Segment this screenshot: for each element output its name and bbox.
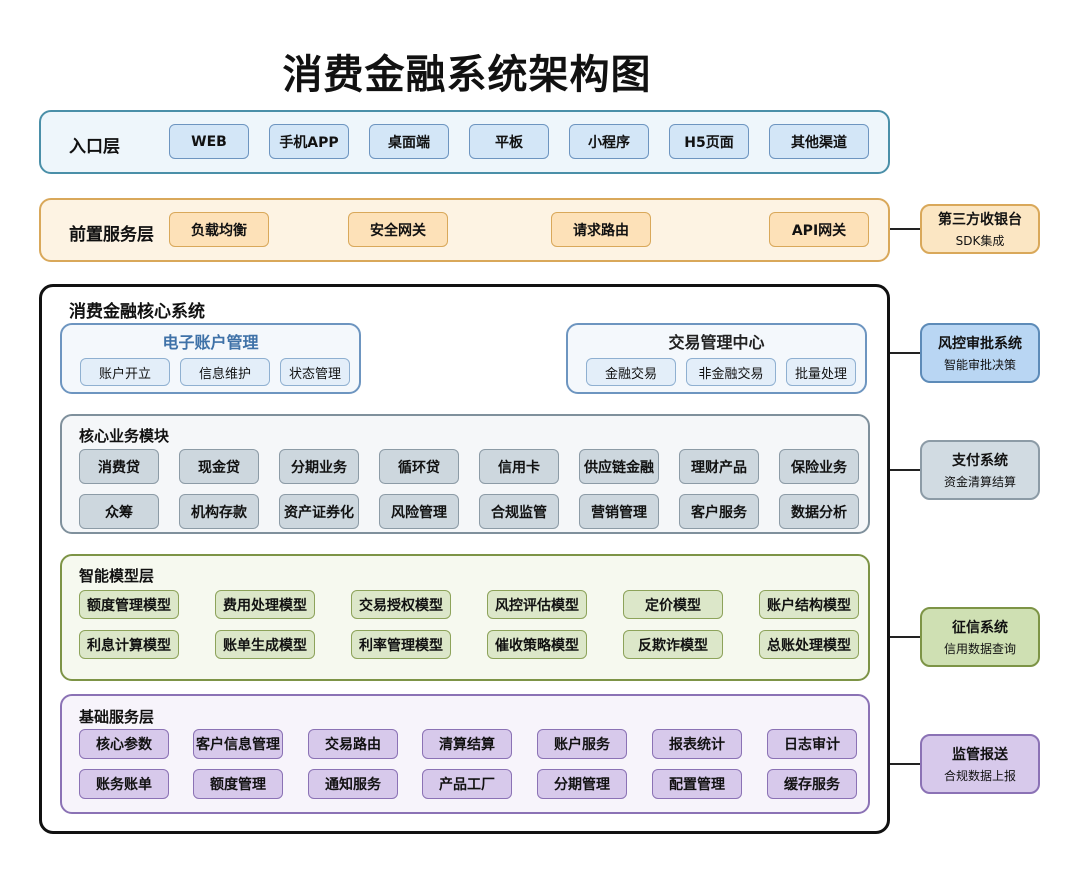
front-layer bbox=[39, 198, 890, 262]
business-module-chip: 保险业务 bbox=[779, 449, 859, 484]
base-service-chip: 配置管理 bbox=[652, 769, 742, 799]
business-module-chip: 营销管理 bbox=[579, 494, 659, 529]
base-service-chip: 账务账单 bbox=[79, 769, 169, 799]
models-panel bbox=[60, 554, 870, 681]
model-chip: 反欺诈模型 bbox=[623, 630, 723, 659]
business-module-chip: 消费贷 bbox=[79, 449, 159, 484]
external-system-subtitle: SDK集成 bbox=[955, 234, 1005, 248]
base-service-chip: 清算结算 bbox=[422, 729, 512, 759]
base-service-chip: 报表统计 bbox=[652, 729, 742, 759]
business-module-chip: 合规监管 bbox=[479, 494, 559, 529]
external-system-box: 第三方收银台 SDK集成 bbox=[920, 204, 1040, 254]
front-service-chip: 负载均衡 bbox=[169, 212, 269, 247]
trade-function-chip: 批量处理 bbox=[786, 358, 856, 386]
entry-channel-chip: 手机APP bbox=[269, 124, 349, 159]
external-connector bbox=[890, 228, 920, 230]
base-label: 基础服务层 bbox=[79, 708, 155, 726]
base-service-chip: 缓存服务 bbox=[767, 769, 857, 799]
base-service-chip: 额度管理 bbox=[193, 769, 283, 799]
business-module-chip: 分期业务 bbox=[279, 449, 359, 484]
external-system-title: 监管报送 bbox=[952, 747, 1008, 763]
business-module-chip: 信用卡 bbox=[479, 449, 559, 484]
external-system-subtitle: 资金清算结算 bbox=[943, 475, 1016, 489]
external-system-title: 征信系统 bbox=[952, 620, 1008, 636]
external-system-subtitle: 合规数据上报 bbox=[943, 769, 1016, 783]
model-chip: 额度管理模型 bbox=[79, 590, 179, 619]
external-connector bbox=[890, 763, 920, 765]
entry-layer bbox=[39, 110, 890, 174]
external-system-title: 支付系统 bbox=[952, 453, 1008, 469]
business-module-chip: 风险管理 bbox=[379, 494, 459, 529]
business-label: 核心业务模块 bbox=[79, 427, 170, 445]
model-chip: 交易授权模型 bbox=[351, 590, 451, 619]
base-service-chip: 客户信息管理 bbox=[193, 729, 283, 759]
base-service-chip: 交易路由 bbox=[308, 729, 398, 759]
account-function-chip: 信息维护 bbox=[180, 358, 270, 386]
model-chip: 定价模型 bbox=[623, 590, 723, 619]
front-service-chip: 请求路由 bbox=[551, 212, 651, 247]
external-system-box: 风控审批系统智能审批决策 bbox=[920, 323, 1040, 383]
business-module-chip: 循环贷 bbox=[379, 449, 459, 484]
base-service-chip: 日志审计 bbox=[767, 729, 857, 759]
entry-channel-chip: 其他渠道 bbox=[769, 124, 869, 159]
entry-channel-chip: 桌面端 bbox=[369, 124, 449, 159]
model-chip: 费用处理模型 bbox=[215, 590, 315, 619]
base-service-chip: 产品工厂 bbox=[422, 769, 512, 799]
model-chip: 账户结构模型 bbox=[759, 590, 859, 619]
core-system-label: 消费金融核心系统 bbox=[69, 302, 205, 322]
models-label: 智能模型层 bbox=[79, 567, 155, 585]
external-system-box: 监管报送合规数据上报 bbox=[920, 734, 1040, 794]
external-system-subtitle: 智能审批决策 bbox=[943, 358, 1016, 372]
model-chip: 催收策略模型 bbox=[487, 630, 587, 659]
external-connector bbox=[890, 636, 920, 638]
external-connector bbox=[890, 469, 920, 471]
entry-layer-label: 入口层 bbox=[69, 137, 120, 157]
base-service-chip: 核心参数 bbox=[79, 729, 169, 759]
business-module-chip: 现金贷 bbox=[179, 449, 259, 484]
account-mgmt-title: 电子账户管理 bbox=[162, 333, 259, 352]
business-module-chip: 供应链金融 bbox=[579, 449, 659, 484]
base-service-chip: 账户服务 bbox=[537, 729, 627, 759]
account-function-chip: 状态管理 bbox=[280, 358, 350, 386]
model-chip: 总账处理模型 bbox=[759, 630, 859, 659]
trade-function-chip: 金融交易 bbox=[586, 358, 676, 386]
external-system-subtitle: 信用数据查询 bbox=[943, 642, 1016, 656]
model-chip: 利息计算模型 bbox=[79, 630, 179, 659]
model-chip: 账单生成模型 bbox=[215, 630, 315, 659]
external-system-title: 风控审批系统 bbox=[938, 336, 1022, 352]
model-chip: 利率管理模型 bbox=[351, 630, 451, 659]
business-module-chip: 资产证券化 bbox=[279, 494, 359, 529]
front-layer-label: 前置服务层 bbox=[69, 225, 154, 245]
entry-channel-chip: 平板 bbox=[469, 124, 549, 159]
business-module-chip: 理财产品 bbox=[679, 449, 759, 484]
diagram-title: 消费金融系统架构图 bbox=[282, 52, 652, 98]
trade-center-title: 交易管理中心 bbox=[668, 333, 765, 352]
business-module-chip: 数据分析 bbox=[779, 494, 859, 529]
entry-channel-chip: 小程序 bbox=[569, 124, 649, 159]
business-module-chip: 众筹 bbox=[79, 494, 159, 529]
account-function-chip: 账户开立 bbox=[80, 358, 170, 386]
business-module-chip: 客户服务 bbox=[679, 494, 759, 529]
base-service-chip: 分期管理 bbox=[537, 769, 627, 799]
base-service-chip: 通知服务 bbox=[308, 769, 398, 799]
front-service-chip: API网关 bbox=[769, 212, 869, 247]
external-system-box: 征信系统信用数据查询 bbox=[920, 607, 1040, 667]
business-module-chip: 机构存款 bbox=[179, 494, 259, 529]
external-connector bbox=[890, 352, 920, 354]
entry-channel-chip: H5页面 bbox=[669, 124, 749, 159]
trade-function-chip: 非金融交易 bbox=[686, 358, 776, 386]
external-system-box: 支付系统资金清算结算 bbox=[920, 440, 1040, 500]
external-system-title: 第三方收银台 bbox=[938, 212, 1022, 228]
model-chip: 风控评估模型 bbox=[487, 590, 587, 619]
entry-channel-chip: WEB bbox=[169, 124, 249, 159]
front-service-chip: 安全网关 bbox=[348, 212, 448, 247]
